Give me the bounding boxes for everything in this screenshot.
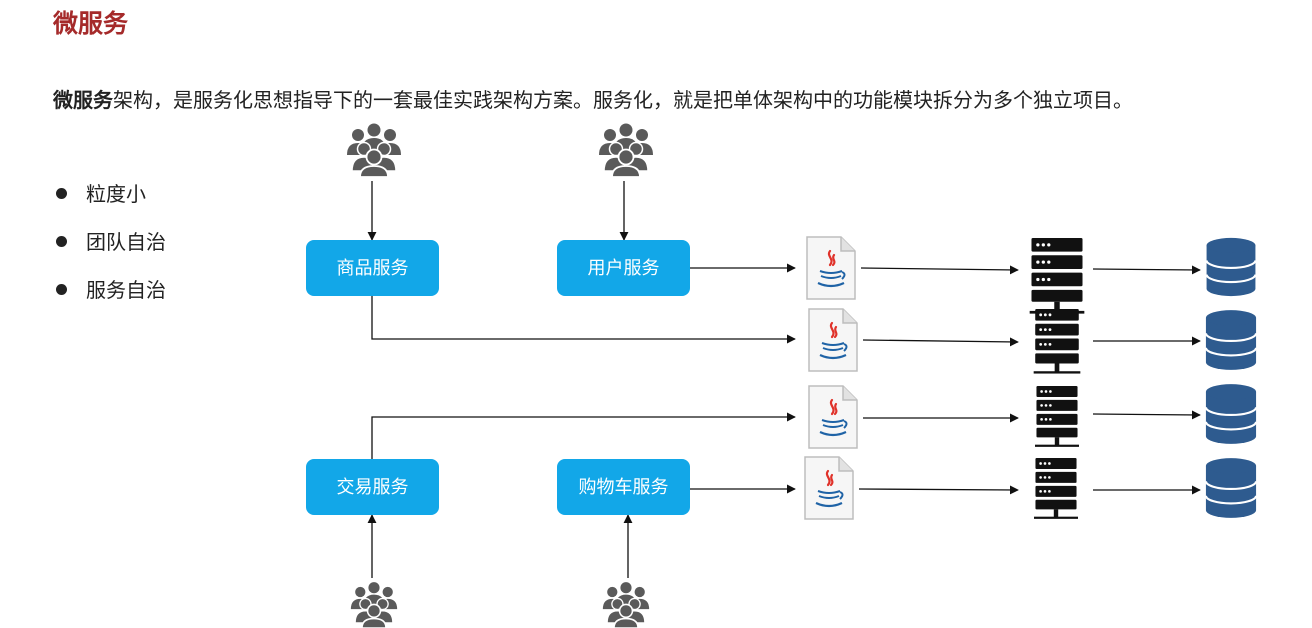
arrow-app-to-server bbox=[858, 485, 1019, 495]
server-rack-icon bbox=[1033, 309, 1081, 374]
page-title: 微服务 bbox=[53, 9, 129, 38]
database-icon bbox=[1204, 383, 1258, 445]
arrow-server-to-db bbox=[1092, 410, 1201, 420]
user-service-label: 用户服务 bbox=[588, 258, 660, 279]
server-rack-icon bbox=[1029, 238, 1085, 314]
feature-list: 粒度小 团队自治 服务自治 bbox=[53, 170, 166, 314]
arrow-product-to-app bbox=[371, 296, 796, 344]
users-group-icon bbox=[349, 581, 399, 628]
intro-paragraph: 微服务架构，是服务化思想指导下的一套最佳实践架构方案。服务化，就是把单体架构中的… bbox=[53, 78, 1243, 122]
users-group-icon bbox=[601, 581, 651, 628]
database-icon bbox=[1205, 236, 1257, 298]
database-icon bbox=[1204, 309, 1258, 371]
java-file-icon bbox=[807, 307, 859, 373]
arrow-app-to-server bbox=[862, 337, 1019, 347]
users-group-icon bbox=[598, 122, 654, 177]
java-file-icon bbox=[805, 235, 857, 301]
feature-item: 粒度小 bbox=[53, 170, 166, 218]
java-file-icon bbox=[803, 455, 855, 521]
product-service-box: 商品服务 bbox=[306, 240, 439, 296]
users-group-icon bbox=[346, 122, 402, 177]
user-service-box: 用户服务 bbox=[557, 240, 690, 296]
feature-item: 服务自治 bbox=[53, 266, 166, 314]
intro-bold: 微服务 bbox=[53, 88, 113, 112]
trade-service-box: 交易服务 bbox=[306, 459, 439, 515]
arrow-server-to-db bbox=[1092, 265, 1201, 275]
product-service-label: 商品服务 bbox=[337, 258, 409, 279]
arrow-trade-to-app bbox=[371, 412, 796, 459]
trade-service-label: 交易服务 bbox=[337, 477, 409, 498]
server-rack-icon bbox=[1035, 386, 1079, 447]
cart-service-box: 购物车服务 bbox=[557, 459, 690, 515]
database-icon bbox=[1204, 457, 1258, 519]
server-rack-icon bbox=[1034, 458, 1078, 519]
intro-text: 架构，是服务化思想指导下的一套最佳实践架构方案。服务化，就是把单体架构中的功能模… bbox=[113, 88, 1133, 112]
feature-item: 团队自治 bbox=[53, 218, 166, 266]
java-file-icon bbox=[807, 384, 859, 450]
arrow-app-to-server bbox=[860, 265, 1019, 275]
cart-service-label: 购物车服务 bbox=[579, 477, 669, 498]
